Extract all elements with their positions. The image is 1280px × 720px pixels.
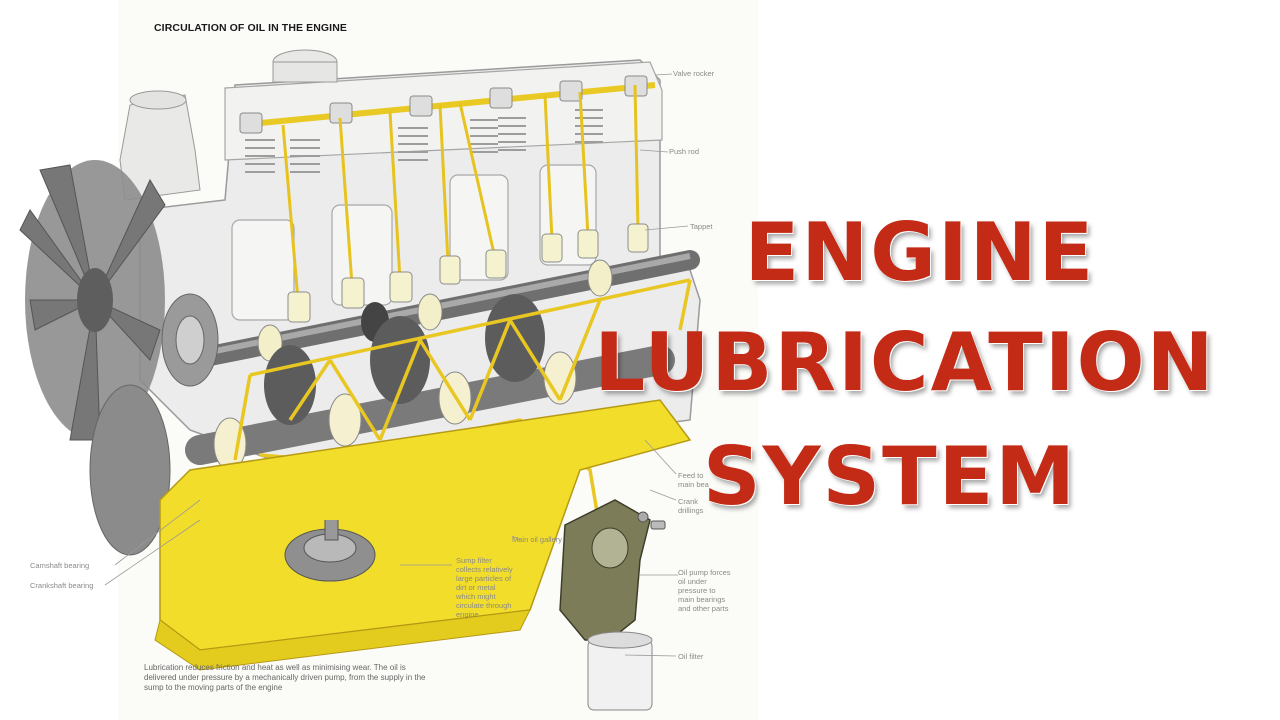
- oil-filter: [587, 631, 653, 711]
- headline-line-3: SYSTEM: [703, 430, 1077, 523]
- label-crankshaft-bearing: Crankshaft bearing: [30, 581, 94, 590]
- label-oil-filter: Oil filter: [678, 652, 704, 661]
- headline-line-1: ENGINE: [744, 206, 1096, 299]
- label-sump-filter: Sump filter collects relatively large pa…: [456, 556, 513, 619]
- label-crank-drillings: Crank drillings: [678, 497, 704, 515]
- rocker-shaft: [239, 75, 656, 134]
- leader-lines: [104, 73, 689, 657]
- fan: [19, 160, 166, 441]
- label-main-oil-gallery: Main oil gallery: [512, 535, 563, 544]
- tappets: [287, 223, 649, 323]
- oil-pump: [559, 499, 666, 641]
- headline-line-2: LUBRICATION: [594, 316, 1216, 409]
- figure-title: CIRCULATION OF OIL IN THE ENGINE: [154, 22, 347, 34]
- label-oil-pump: Oil pump forces oil under pressure to ma…: [678, 568, 731, 613]
- label-camshaft-bearing: Camshaft bearing: [30, 561, 90, 570]
- valve-springs: [245, 109, 603, 173]
- sump: [154, 399, 692, 671]
- push-rods: [281, 84, 640, 301]
- label-tappet: Tappet: [690, 222, 713, 231]
- label-feed-main: Feed to main bea: [678, 471, 709, 489]
- pulleys: [89, 293, 219, 556]
- label-valve-rocker: Valve rocker: [673, 69, 715, 78]
- label-push-rod: Push rod: [669, 147, 700, 156]
- camshaft: [180, 250, 700, 370]
- figure-caption: Lubrication reduces friction and heat as…: [144, 663, 426, 692]
